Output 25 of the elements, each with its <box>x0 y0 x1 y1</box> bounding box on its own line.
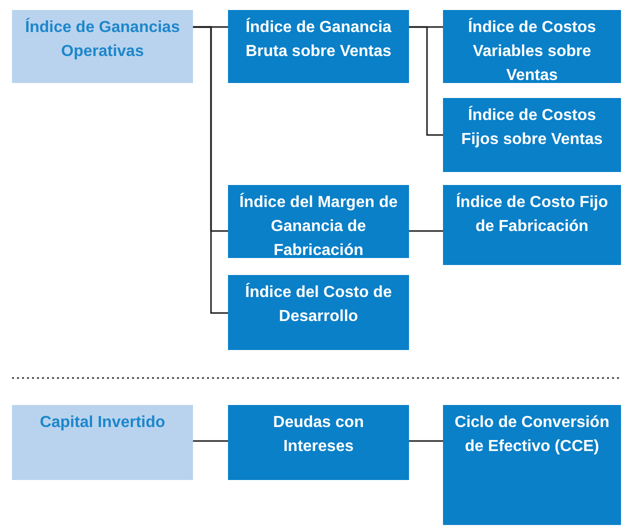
metric-box <box>228 10 409 83</box>
connector-line <box>409 230 443 232</box>
metric-box <box>443 185 621 265</box>
box-label: Índice de Costo Fijo de Fabricación <box>454 192 609 237</box>
box-label: Índice de Costos Variables sobre Ventas <box>466 16 598 86</box>
box-label: Índice del Costo de Desarrollo <box>244 282 393 327</box>
box-label: Deudas con Intereses <box>272 413 365 457</box>
metric-box <box>12 405 193 480</box>
box-label: Ciclo de Conversión de Efectivo (CCE) <box>454 413 610 457</box>
box-label: Índice de Ganancia Bruta sobre Ventas <box>244 16 392 62</box>
metric-box <box>228 275 409 350</box>
metric-box <box>443 10 621 83</box>
connector-line <box>193 26 228 314</box>
box-label: Capital Invertido <box>40 413 166 433</box>
metric-box <box>228 185 409 258</box>
connector-line <box>409 440 443 442</box>
box-label: Índice de Costos Fijos sobre Ventas <box>460 104 604 150</box>
box-label: Índice de Ganancias Operativas <box>24 16 181 62</box>
metric-box <box>228 405 409 480</box>
connector-line <box>409 26 443 136</box>
connector-line <box>193 440 228 442</box>
metric-box <box>12 10 193 83</box>
box-label: Índice del Margen de Ganancia de Fabricación <box>238 192 399 261</box>
metric-box <box>443 405 621 525</box>
metric-box <box>443 98 621 172</box>
